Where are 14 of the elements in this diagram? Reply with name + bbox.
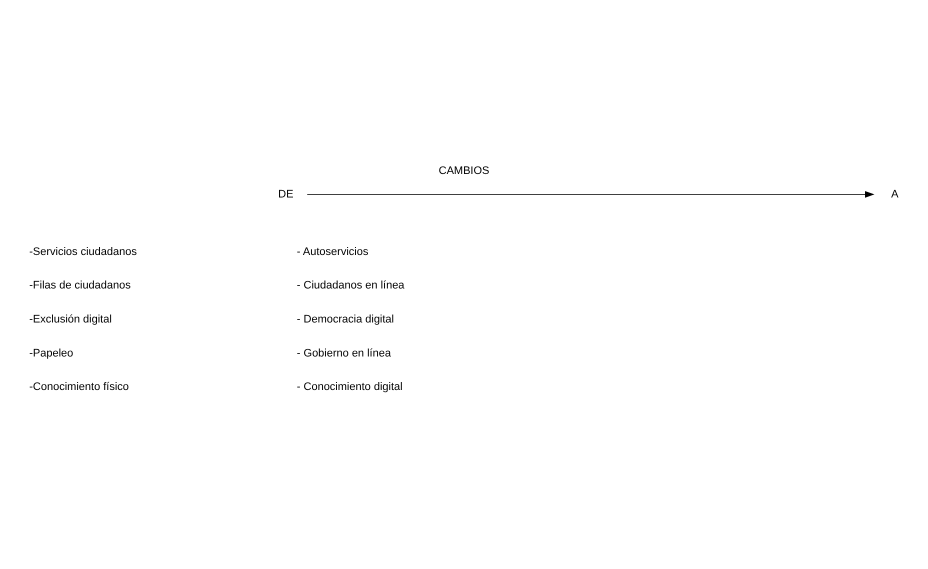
label: -Servicios ciudadanos	[29, 246, 137, 258]
label: -Filas de ciudadanos	[29, 280, 131, 292]
node-text: A	[891, 188, 898, 200]
arrow	[306, 191, 874, 198]
label: - Autoservicios	[296, 246, 368, 258]
diagram-title: CAMBIOS	[438, 165, 490, 178]
label: - Democracia digital	[296, 313, 394, 326]
node-text: DE	[278, 188, 294, 200]
label: - Conocimiento digital	[296, 381, 403, 394]
label: -Exclusión digital	[29, 313, 112, 326]
label: -Papeleo	[29, 347, 74, 360]
label: - Ciudadanos en línea	[296, 280, 404, 292]
label: -Conocimiento físico	[29, 381, 129, 394]
label: - Gobierno en línea	[296, 347, 391, 360]
